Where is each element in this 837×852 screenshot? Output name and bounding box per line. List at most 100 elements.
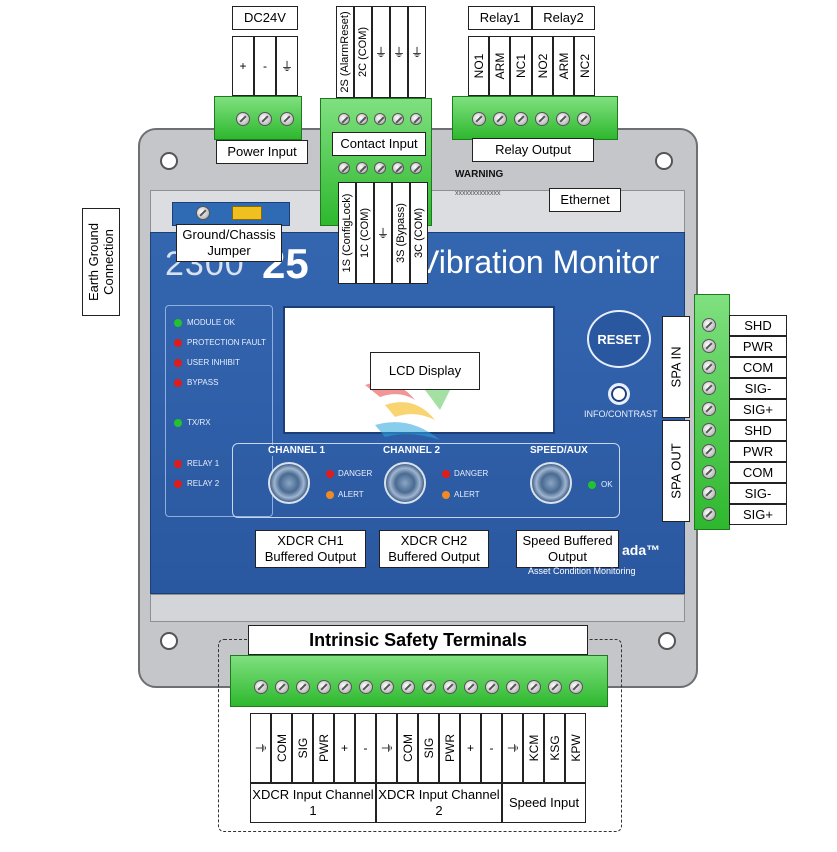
info-contrast-button[interactable] (608, 383, 630, 405)
contact-screw-4[interactable] (392, 113, 404, 125)
contact-screw-8[interactable] (374, 162, 386, 174)
spa-screw-9[interactable] (702, 486, 716, 500)
contact-screw-9[interactable] (392, 162, 404, 174)
intrinsic-screw-1[interactable] (254, 680, 268, 694)
ch2-danger-label: DANGER (454, 469, 489, 478)
contact-screw-3[interactable] (374, 113, 386, 125)
spa-screw-4[interactable] (702, 381, 716, 395)
spa-screw-3[interactable] (702, 360, 716, 374)
spa-pin-pwr-2: PWR (729, 441, 787, 462)
ch1-alert-led (326, 491, 334, 499)
relay1-header: Relay1 (468, 6, 532, 30)
led-label-txrx: TX/RX (187, 418, 211, 427)
ground-jumper-switch[interactable] (232, 206, 262, 220)
reset-label: RESET (597, 331, 641, 347)
spa-screw-5[interactable] (702, 402, 716, 416)
power-screw-2[interactable] (258, 112, 272, 126)
relay-screw-3[interactable] (514, 112, 528, 126)
ch1-danger-led (326, 470, 334, 478)
spa-screw-6[interactable] (702, 423, 716, 437)
intrinsic-pin-8: COM (397, 713, 418, 783)
intrinsic-pin-16: KPW (565, 713, 586, 783)
led-panel (165, 305, 273, 517)
ch1-danger-label: DANGER (338, 469, 373, 478)
spa-screw-8[interactable] (702, 465, 716, 479)
contact-screw-1[interactable] (338, 113, 350, 125)
intrinsic-pin-6: - (355, 713, 376, 783)
led-protection-fault (174, 339, 182, 347)
mounting-hole-tr (655, 152, 673, 170)
intrinsic-screw-11[interactable] (464, 680, 478, 694)
ground-jumper-screw[interactable] (196, 206, 210, 220)
contact-pin-1s: 1S (ConfigLock) (338, 182, 356, 284)
ch2-danger-led (442, 470, 450, 478)
relay-screw-2[interactable] (493, 112, 507, 126)
relay-pin-no2: NO2 (532, 36, 553, 96)
spa-pin-sigm-2: SIG- (729, 483, 787, 504)
intrinsic-pin-12: - (481, 713, 502, 783)
channel-2-bnc[interactable] (384, 462, 426, 504)
spa-pin-pwr-1: PWR (729, 336, 787, 357)
intrinsic-screw-7[interactable] (380, 680, 394, 694)
contact-screw-10[interactable] (410, 162, 422, 174)
speed-buffered-output-label: Speed Buffered Output (516, 530, 619, 568)
contact-pin-2s: 2S (AlarmReset) (336, 6, 354, 98)
mounting-hole-br (658, 632, 676, 650)
power-input-label: Power Input (216, 140, 308, 164)
ground-chassis-jumper-label: Ground/Chassis Jumper (176, 224, 282, 262)
contact-screw-7[interactable] (356, 162, 368, 174)
spa-screw-7[interactable] (702, 444, 716, 458)
intrinsic-screw-4[interactable] (317, 680, 331, 694)
led-txrx (174, 419, 182, 427)
relay-screw-1[interactable] (472, 112, 486, 126)
led-label-module-ok: MODULE OK (187, 318, 236, 327)
spa-pin-com-2: COM (729, 462, 787, 483)
intrinsic-pin-3: SIG (292, 713, 313, 783)
ch2-buffered-output-label: XDCR CH2 Buffered Output (379, 530, 489, 568)
contact-screw-6[interactable] (338, 162, 350, 174)
intrinsic-screw-5[interactable] (338, 680, 352, 694)
spa-screw-2[interactable] (702, 339, 716, 353)
power-screw-3[interactable] (280, 112, 294, 126)
relay-screw-5[interactable] (556, 112, 570, 126)
intrinsic-screw-9[interactable] (422, 680, 436, 694)
intrinsic-screw-12[interactable] (485, 680, 499, 694)
spa-pin-sigp-2: SIG+ (729, 504, 787, 525)
relay-screw-6[interactable] (577, 112, 591, 126)
relay2-header: Relay2 (532, 6, 595, 30)
led-module-ok (174, 319, 182, 327)
ground-jumper-block (172, 202, 290, 226)
contact-pin-ground-d: ⏚ (374, 182, 392, 284)
intrinsic-screw-2[interactable] (275, 680, 289, 694)
contact-screw-2[interactable] (356, 113, 368, 125)
intrinsic-screw-10[interactable] (443, 680, 457, 694)
brand-text: ada™ (622, 542, 661, 558)
led-relay-2 (174, 480, 182, 488)
intrinsic-screw-3[interactable] (296, 680, 310, 694)
power-pin-ground: ⏚ (276, 36, 298, 96)
spa-screw-1[interactable] (702, 318, 716, 332)
intrinsic-screw-8[interactable] (401, 680, 415, 694)
speed-aux-title: SPEED/AUX (527, 445, 591, 456)
contact-screw-5[interactable] (410, 113, 422, 125)
reset-button[interactable]: RESET (587, 310, 651, 368)
contact-pin-2c: 2C (COM) (354, 6, 372, 98)
intrinsic-pin-2: COM (271, 713, 292, 783)
power-screw-1[interactable] (236, 112, 250, 126)
intrinsic-terminal-block (230, 655, 608, 707)
channel-1-bnc[interactable] (268, 462, 310, 504)
xdcr-input-ch1-label: XDCR Input Channel 1 (250, 783, 376, 823)
intrinsic-screw-14[interactable] (527, 680, 541, 694)
spa-screw-10[interactable] (702, 507, 716, 521)
speed-aux-bnc[interactable] (530, 462, 572, 504)
relay-screw-4[interactable] (535, 112, 549, 126)
intrinsic-screw-13[interactable] (506, 680, 520, 694)
led-bypass (174, 379, 182, 387)
relay-output-label: Relay Output (472, 138, 594, 162)
ch1-alert-label: ALERT (338, 490, 364, 499)
relay-pin-no1: NO1 (468, 36, 489, 96)
channel-1-title: CHANNEL 1 (265, 445, 329, 456)
intrinsic-screw-15[interactable] (548, 680, 562, 694)
intrinsic-screw-16[interactable] (569, 680, 583, 694)
intrinsic-screw-6[interactable] (359, 680, 373, 694)
